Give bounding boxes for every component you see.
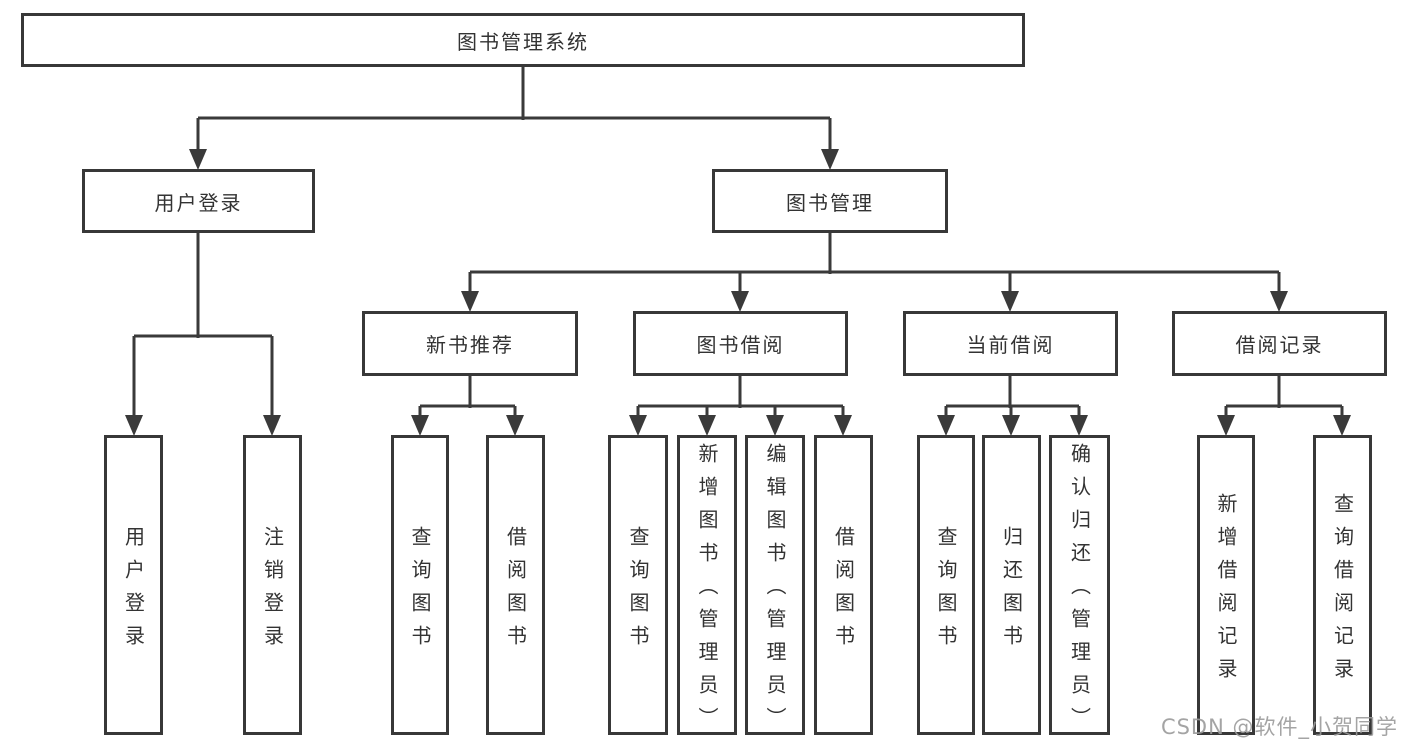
leaf-borrow-books: 借阅图书 (814, 435, 873, 735)
arrow-icon (629, 415, 647, 436)
node-user-login-label: 用户登录 (154, 190, 243, 215)
connector-borrow-records (1224, 376, 1344, 418)
leaf-recommend-query-books: 查询图书 (391, 435, 449, 735)
node-book-borrow-label: 图书借阅 (696, 333, 785, 357)
arrow-icon (1217, 415, 1235, 436)
node-current-borrow-label: 当前借阅 (966, 333, 1055, 357)
node-book-borrow: 图书借阅 (633, 311, 848, 376)
arrow-icon (821, 149, 839, 170)
leaf-add-borrow-record: 新增借阅记录 (1197, 435, 1255, 735)
leaf-recommend-borrow-books: 借阅图书 (486, 435, 545, 735)
leaf-query-borrow-record: 查询借阅记录 (1313, 435, 1372, 735)
arrow-icon (766, 415, 784, 436)
arrow-icon (834, 415, 852, 436)
node-book-management-label: 图书管理 (786, 190, 874, 215)
arrow-icon (937, 415, 955, 436)
arrow-icon (461, 291, 479, 312)
leaf-add-books-admin: 新增图书（管理员） (677, 435, 737, 740)
connector-new-book-recommend (418, 376, 517, 418)
connector-user-login (132, 233, 274, 418)
arrow-icon (506, 415, 524, 436)
node-root-label: 图书管理系统 (457, 29, 589, 54)
leaf-borrow-query-books: 查询图书 (608, 435, 668, 735)
leaf-user-login: 用户登录 (104, 435, 163, 735)
leaf-current-query-books: 查询图书 (917, 435, 975, 735)
arrow-icon (125, 415, 143, 436)
node-current-borrow: 当前借阅 (903, 311, 1118, 376)
node-new-book-recommend: 新书推荐 (362, 311, 578, 376)
node-user-login: 用户登录 (82, 169, 315, 233)
arrow-icon (1070, 415, 1088, 436)
node-borrow-records: 借阅记录 (1172, 311, 1387, 376)
node-borrow-records-label: 借阅记录 (1235, 333, 1324, 357)
node-root: 图书管理系统 (21, 13, 1025, 67)
arrow-icon (411, 415, 429, 436)
arrowheads (125, 149, 1351, 436)
arrow-icon (1333, 415, 1351, 436)
connector-current-borrow (944, 376, 1081, 418)
connector-book-borrow (636, 376, 845, 418)
arrow-icon (731, 291, 749, 312)
arrow-icon (1001, 291, 1019, 312)
csdn-watermark: CSDN @软件_小贺同学 (1160, 715, 1398, 739)
arrow-icon (189, 149, 207, 170)
arrow-icon (1002, 415, 1020, 436)
arrow-icon (698, 415, 716, 436)
node-book-management: 图书管理 (712, 169, 948, 233)
connector-book-management (468, 233, 1281, 294)
leaf-confirm-return-admin: 确认归还（管理员） (1049, 435, 1110, 740)
arrow-icon (263, 415, 281, 436)
connector-root (196, 67, 832, 152)
leaf-logout: 注销登录 (243, 435, 302, 735)
leaf-return-books: 归还图书 (982, 435, 1041, 735)
node-new-book-recommend-label: 新书推荐 (426, 333, 514, 357)
leaf-edit-books-admin: 编辑图书（管理员） (745, 435, 805, 740)
arrow-icon (1270, 291, 1288, 312)
